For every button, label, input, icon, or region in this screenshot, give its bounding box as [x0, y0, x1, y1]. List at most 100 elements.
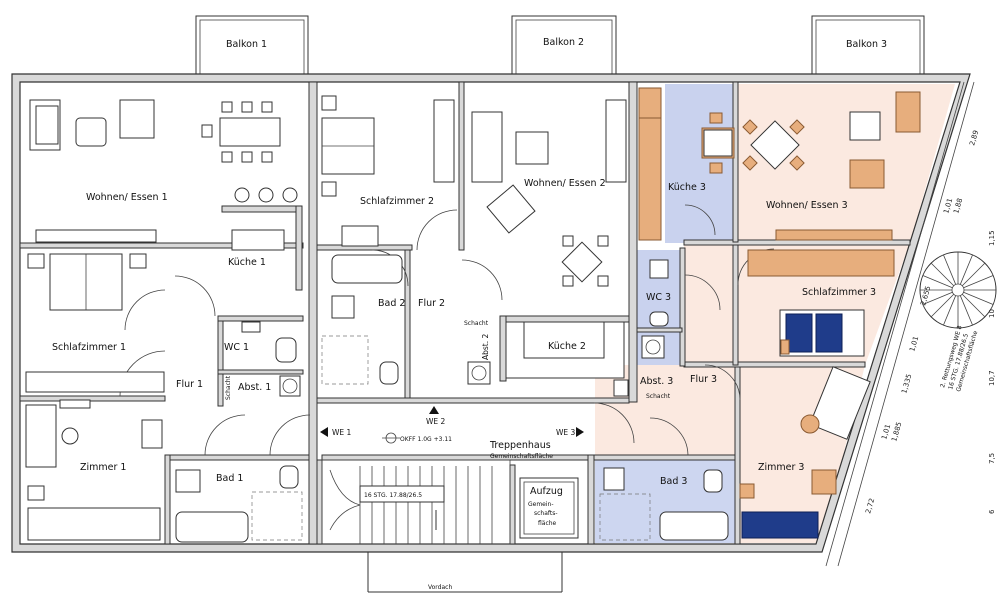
- chair: [261, 151, 273, 163]
- label-aufzug: Aufzug: [530, 486, 563, 497]
- wall-kitchen2-v: [499, 315, 507, 382]
- chair: [241, 101, 253, 113]
- label-wohnen-essen-1: Wohnen/ Essen 1: [86, 192, 168, 203]
- label-bad-3: Bad 3: [660, 476, 687, 487]
- bath-sink: [603, 467, 625, 491]
- stair-curve: [329, 469, 361, 531]
- dim-label: 1,01: [908, 335, 920, 352]
- shower: [599, 493, 651, 541]
- desk-chair: [61, 427, 79, 445]
- chair: [709, 162, 723, 174]
- door-swing: [684, 274, 721, 311]
- label-okff: OKFF 1.0G +3.11: [400, 436, 452, 443]
- interior-walls: [19, 81, 911, 545]
- chair: [742, 155, 758, 171]
- spiral-step: [930, 262, 955, 287]
- door-swing: [593, 402, 635, 444]
- label-kueche-3: Küche 3: [668, 182, 706, 193]
- wardrobe: [433, 99, 455, 183]
- bed-single: [741, 511, 819, 539]
- wardrobe: [605, 99, 627, 183]
- label-bad-2: Bad 2: [378, 298, 405, 309]
- wall-h-unit3-bottom: [593, 454, 736, 461]
- nightstand: [27, 253, 45, 269]
- unit3-room-fill: [595, 365, 865, 543]
- label-flur-3: Flur 3: [690, 374, 717, 385]
- label-gemeinschaftsflaeche: Gemeinschaftsfläche: [490, 453, 553, 460]
- balcony-1-label: Balkon 1: [226, 39, 267, 50]
- desk: [25, 404, 57, 468]
- spiral-step: [922, 275, 953, 289]
- armchair: [895, 91, 921, 133]
- dim-label: 10: [988, 309, 996, 318]
- dim-label: 1,885: [890, 421, 903, 442]
- desk: [809, 366, 871, 440]
- door-swing: [416, 209, 458, 251]
- label-we1: WE 1: [332, 428, 352, 437]
- sideboard: [35, 229, 157, 243]
- chair: [789, 119, 805, 135]
- stove-burner: [258, 187, 274, 203]
- kitchen-cabinet: [638, 87, 662, 119]
- wall-v-kitchen3: [732, 81, 739, 243]
- toilet: [379, 361, 399, 385]
- dining-table: [750, 120, 800, 170]
- coffee-table: [515, 131, 549, 165]
- kitchen3-fill: [665, 84, 735, 243]
- sofa: [471, 111, 503, 183]
- dim-label: 1,01: [880, 423, 892, 440]
- washing-machine: [467, 361, 491, 385]
- shaft-box: [613, 379, 629, 397]
- wall-v-sleep3: [732, 242, 739, 366]
- spiral-step: [943, 295, 957, 326]
- bed-blue: [785, 313, 813, 353]
- spiral-step: [922, 291, 953, 305]
- armchair: [119, 99, 155, 139]
- sofa-cushion: [35, 105, 59, 145]
- we3-arrow: [576, 427, 584, 437]
- chair: [597, 235, 609, 247]
- label-vordach: Vordach: [428, 584, 452, 591]
- dining-table: [561, 241, 603, 283]
- spiral-step: [959, 295, 973, 326]
- label-bad-1: Bad 1: [216, 473, 243, 484]
- wall-kitchen1: [221, 205, 301, 213]
- chair: [562, 235, 574, 247]
- wall-h-living1: [19, 242, 304, 249]
- okff-circle: [385, 432, 397, 444]
- door-swing: [204, 414, 246, 456]
- bathtub: [175, 511, 249, 543]
- bathtub: [331, 254, 403, 284]
- sideboard: [775, 229, 893, 241]
- bath-sink: [331, 295, 355, 319]
- label-schlafzimmer-1: Schlafzimmer 1: [52, 342, 126, 353]
- bath-sink: [175, 469, 201, 493]
- spiral-step: [963, 275, 994, 289]
- balcony-2-inner: [515, 19, 613, 77]
- box: [739, 483, 755, 499]
- stair-label-box: [359, 485, 445, 503]
- wall-v-wc3: [679, 247, 686, 367]
- label-flur-2: Flur 2: [418, 298, 445, 309]
- toilet: [703, 469, 723, 493]
- washing-machine: [641, 335, 665, 359]
- door-swing: [269, 414, 311, 456]
- dining-table: [219, 117, 281, 147]
- wall-h-wc1: [217, 315, 304, 322]
- chair: [789, 155, 805, 171]
- coffee-table: [75, 117, 107, 147]
- nightstand: [780, 339, 790, 355]
- chair: [241, 151, 253, 163]
- spiral-stair: [919, 251, 997, 329]
- wall-h-stair-top: [316, 397, 630, 404]
- label-schacht-2: Schacht: [464, 320, 489, 327]
- spiral-step: [959, 254, 973, 285]
- spiral-step: [961, 293, 986, 318]
- spiral-inner: [951, 283, 965, 297]
- wall-v-stair-left: [316, 459, 323, 545]
- crate: [811, 469, 837, 495]
- shower: [251, 491, 303, 541]
- wall-kitchen2: [499, 315, 630, 323]
- stove-burner: [282, 187, 298, 203]
